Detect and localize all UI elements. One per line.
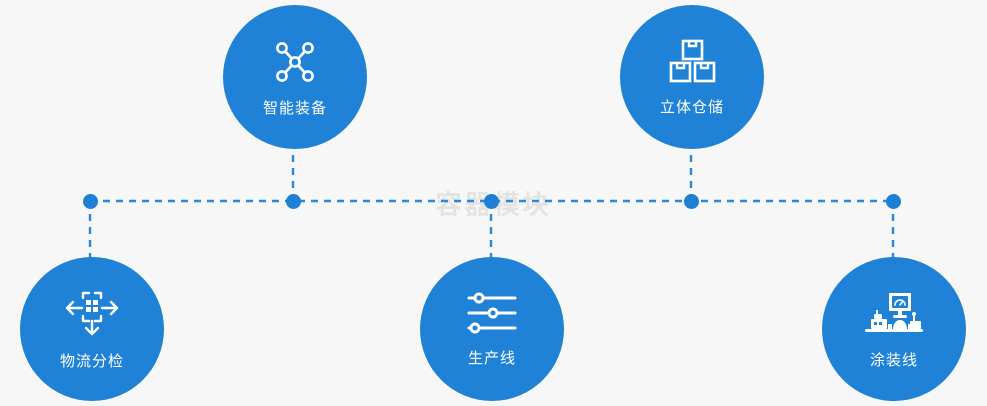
node-left[interactable] [82, 193, 98, 209]
bubble-production-line[interactable]: 生产线 [420, 257, 564, 401]
bubble-stereo-warehouse[interactable]: 立体仓储 [620, 5, 764, 149]
factory-machine-icon [863, 289, 925, 337]
sorting-arrows-icon [63, 288, 121, 338]
node-center[interactable] [483, 193, 499, 209]
sliders-icon [464, 291, 520, 335]
bubble-painting-line[interactable]: 涂装线 [822, 257, 966, 401]
bubble-label-stereo-warehouse: 立体仓储 [659, 98, 724, 116]
bubble-label-painting-line: 涂装线 [869, 351, 918, 369]
bubble-label-production-line: 生产线 [467, 349, 516, 367]
bubble-label-logistics-sorting: 物流分检 [59, 352, 124, 370]
bubble-smart-equipment[interactable]: 智能装备 [223, 5, 367, 149]
node-smart[interactable] [285, 193, 301, 209]
bubble-logistics-sorting[interactable]: 物流分检 [20, 257, 164, 401]
bubble-label-smart-equipment: 智能装备 [262, 99, 327, 117]
stacked-boxes-icon [667, 38, 717, 86]
node-warehouse[interactable] [683, 193, 699, 209]
network-nodes-icon [269, 37, 321, 87]
node-right[interactable] [885, 193, 901, 209]
